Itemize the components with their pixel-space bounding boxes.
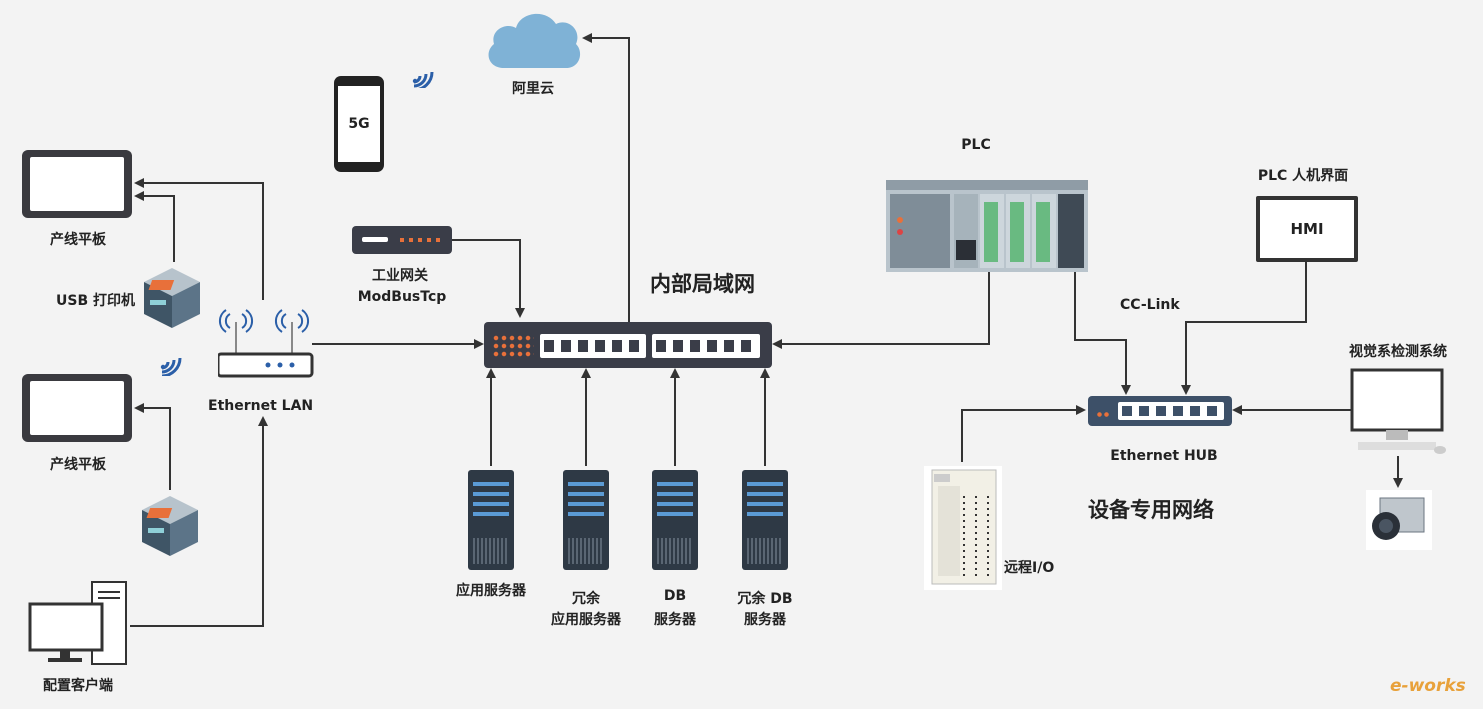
router-label: Ethernet LAN <box>208 398 314 414</box>
hmi-screen: HMI <box>1256 196 1358 262</box>
hmi-hub-link <box>1181 262 1307 395</box>
router-device <box>218 309 314 378</box>
plc-switch-link <box>772 272 990 349</box>
server-2-label-2: 应用服务器 <box>551 612 621 628</box>
server-1 <box>468 470 514 570</box>
remote-io-device <box>924 466 1002 590</box>
phone-screen-label: 5G <box>338 86 380 162</box>
remoteio-hub-link <box>961 405 1086 462</box>
vision-monitor-icon <box>1350 368 1446 454</box>
server-4-label-1: 冗余 DB <box>737 591 793 607</box>
gateway-device <box>352 226 452 254</box>
watermark: e-works <box>1390 676 1466 696</box>
printer-icon <box>144 268 200 328</box>
server-3-label-1: DB <box>663 588 687 604</box>
gateway-label-1: 工业网关 <box>372 268 428 284</box>
cloud-label: 阿里云 <box>512 81 554 97</box>
phone-device: 5G <box>334 76 384 172</box>
server-2-label-1: 冗余 <box>572 591 600 607</box>
tablet-2-label: 产线平板 <box>50 457 106 473</box>
client-router-link <box>130 416 268 627</box>
server-1-label: 应用服务器 <box>456 583 526 599</box>
printer-label: USB 打印机 <box>56 293 135 309</box>
plc-label: PLC <box>961 137 991 153</box>
lan-title: 内部局域网 <box>650 272 755 296</box>
switch-cloud-link <box>582 33 630 322</box>
router-tablet1-link <box>134 178 264 300</box>
cclink-label: CC-Link <box>1120 297 1180 313</box>
cloud-icon <box>488 13 581 69</box>
printer2-tablet2-link <box>134 403 171 490</box>
gateway-switch-link <box>452 239 525 318</box>
tablet-1 <box>22 150 132 218</box>
server-4 <box>742 470 788 570</box>
server-4-label-2: 服务器 <box>744 612 786 628</box>
remote-io-label: 远程I/O <box>1004 560 1055 576</box>
plc-hub-link <box>1074 272 1131 395</box>
hmi-title: PLC 人机界面 <box>1257 168 1349 184</box>
wifi-icon-2 <box>160 357 182 376</box>
tablet-2 <box>22 374 132 442</box>
server-3 <box>652 470 698 570</box>
hub-label: Ethernet HUB <box>1110 448 1218 464</box>
main-switch <box>484 322 772 368</box>
server-3-label-2: 服务器 <box>654 612 696 628</box>
ethernet-hub <box>1088 396 1232 426</box>
tablet-1-label: 产线平板 <box>50 232 106 248</box>
wifi-icon <box>412 71 434 88</box>
printer-icon-2 <box>142 496 198 556</box>
server-2 <box>563 470 609 570</box>
camera-icon <box>1366 490 1432 550</box>
gateway-label-2: ModBusTcp <box>357 289 447 305</box>
vision-label: 视觉系检测系统 <box>1349 344 1447 360</box>
desktop-pc-icon <box>28 581 127 665</box>
client-label: 配置客户端 <box>43 678 113 694</box>
device-network-title: 设备专用网络 <box>1088 498 1214 522</box>
plc-device <box>886 180 1088 272</box>
printer1-tablet1-link <box>134 191 175 262</box>
